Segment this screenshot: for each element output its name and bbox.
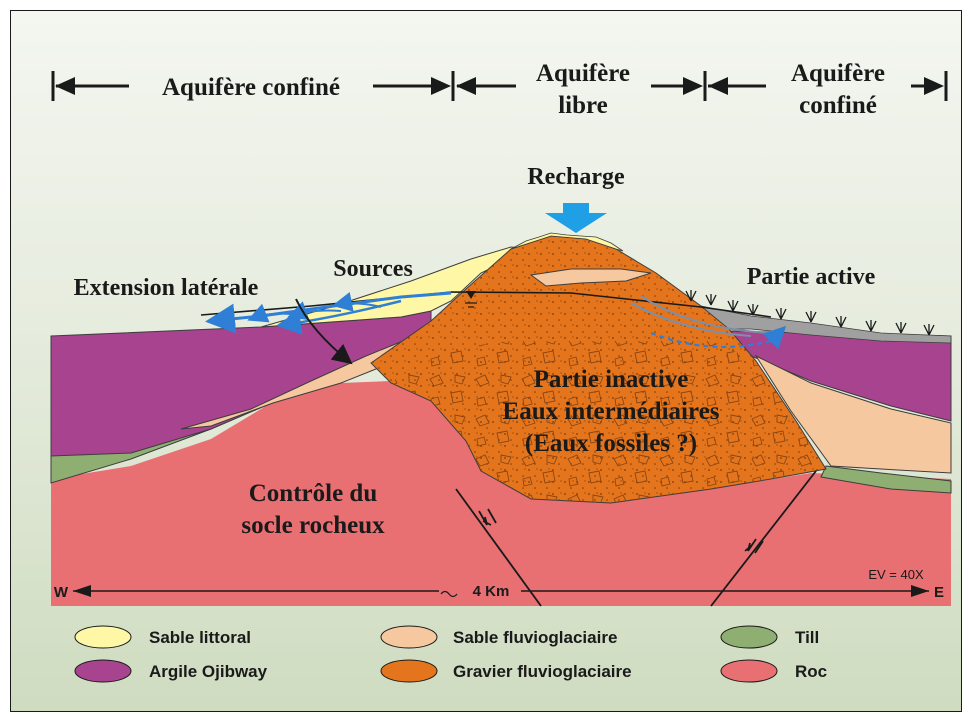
lateral-extension-label: Extension latérale bbox=[74, 275, 259, 301]
legend-label-coastal-sand: Sable littoral bbox=[149, 628, 251, 647]
vegetation bbox=[685, 290, 935, 336]
legend-swatch-till bbox=[720, 625, 778, 649]
geologic-layers bbox=[50, 232, 952, 606]
groundwater-flow-arrows bbox=[205, 291, 452, 335]
cross-section-diagram: Aquifère confiné Aquifère libre Aquifère… bbox=[50, 60, 952, 683]
scale-bar: W E 4 Km EV = 40X bbox=[54, 567, 944, 601]
west-label: W bbox=[54, 584, 69, 601]
diagram-frame: Aquifère confiné Aquifère libre Aquifère… bbox=[10, 10, 962, 712]
recharge-arrow bbox=[545, 203, 607, 233]
sources-label: Sources bbox=[333, 256, 413, 282]
till-layer-right bbox=[820, 465, 952, 494]
legend-label-gravel: Gravier fluvioglaciaire bbox=[453, 662, 632, 681]
header-middle-label-2: libre bbox=[558, 92, 608, 119]
vertical-exaggeration-label: EV = 40X bbox=[868, 567, 924, 582]
bedrock-layer bbox=[51, 381, 951, 606]
inactive-label-1: Partie inactive bbox=[534, 366, 689, 393]
bedrock-control-label-2: socle rocheux bbox=[241, 512, 385, 539]
aquifer-zone-header: Aquifère confiné Aquifère libre Aquifère… bbox=[51, 60, 948, 119]
header-left-label: Aquifère confiné bbox=[162, 74, 340, 101]
faults bbox=[455, 470, 817, 607]
legend-label-rock: Roc bbox=[795, 662, 827, 681]
sand-lens bbox=[529, 268, 652, 287]
active-zone-strip bbox=[700, 305, 952, 344]
legend: Sable littoral Sable fluvioglaciaire Til… bbox=[74, 625, 827, 683]
active-part-label: Partie active bbox=[747, 264, 876, 290]
inactive-label-3: (Eaux fossiles ?) bbox=[525, 430, 697, 457]
header-right-label-2: confiné bbox=[799, 92, 877, 119]
legend-swatch-coastal-sand bbox=[74, 625, 132, 649]
legend-swatch-rock bbox=[720, 659, 778, 683]
inactive-label-2: Eaux intermédiaires bbox=[503, 398, 720, 425]
header-middle-label-1: Aquifère bbox=[536, 60, 630, 87]
legend-label-clay: Argile Ojibway bbox=[149, 662, 268, 681]
distance-label: 4 Km bbox=[473, 583, 510, 600]
fluvioglacial-sand-right bbox=[754, 354, 952, 474]
legend-swatch-fluvio-sand bbox=[380, 625, 438, 649]
recharge-label: Recharge bbox=[527, 164, 625, 190]
bedrock-control-label-1: Contrôle du bbox=[249, 480, 378, 507]
legend-swatch-gravel bbox=[380, 659, 438, 683]
legend-label-till: Till bbox=[795, 628, 819, 647]
header-right-label-1: Aquifère bbox=[791, 60, 885, 87]
active-zone-flow bbox=[630, 295, 787, 350]
legend-label-fluvio-sand: Sable fluvioglaciaire bbox=[453, 628, 617, 647]
legend-swatch-clay bbox=[74, 659, 132, 683]
extension-pointer-arrow bbox=[295, 298, 353, 365]
east-label: E bbox=[934, 584, 944, 601]
